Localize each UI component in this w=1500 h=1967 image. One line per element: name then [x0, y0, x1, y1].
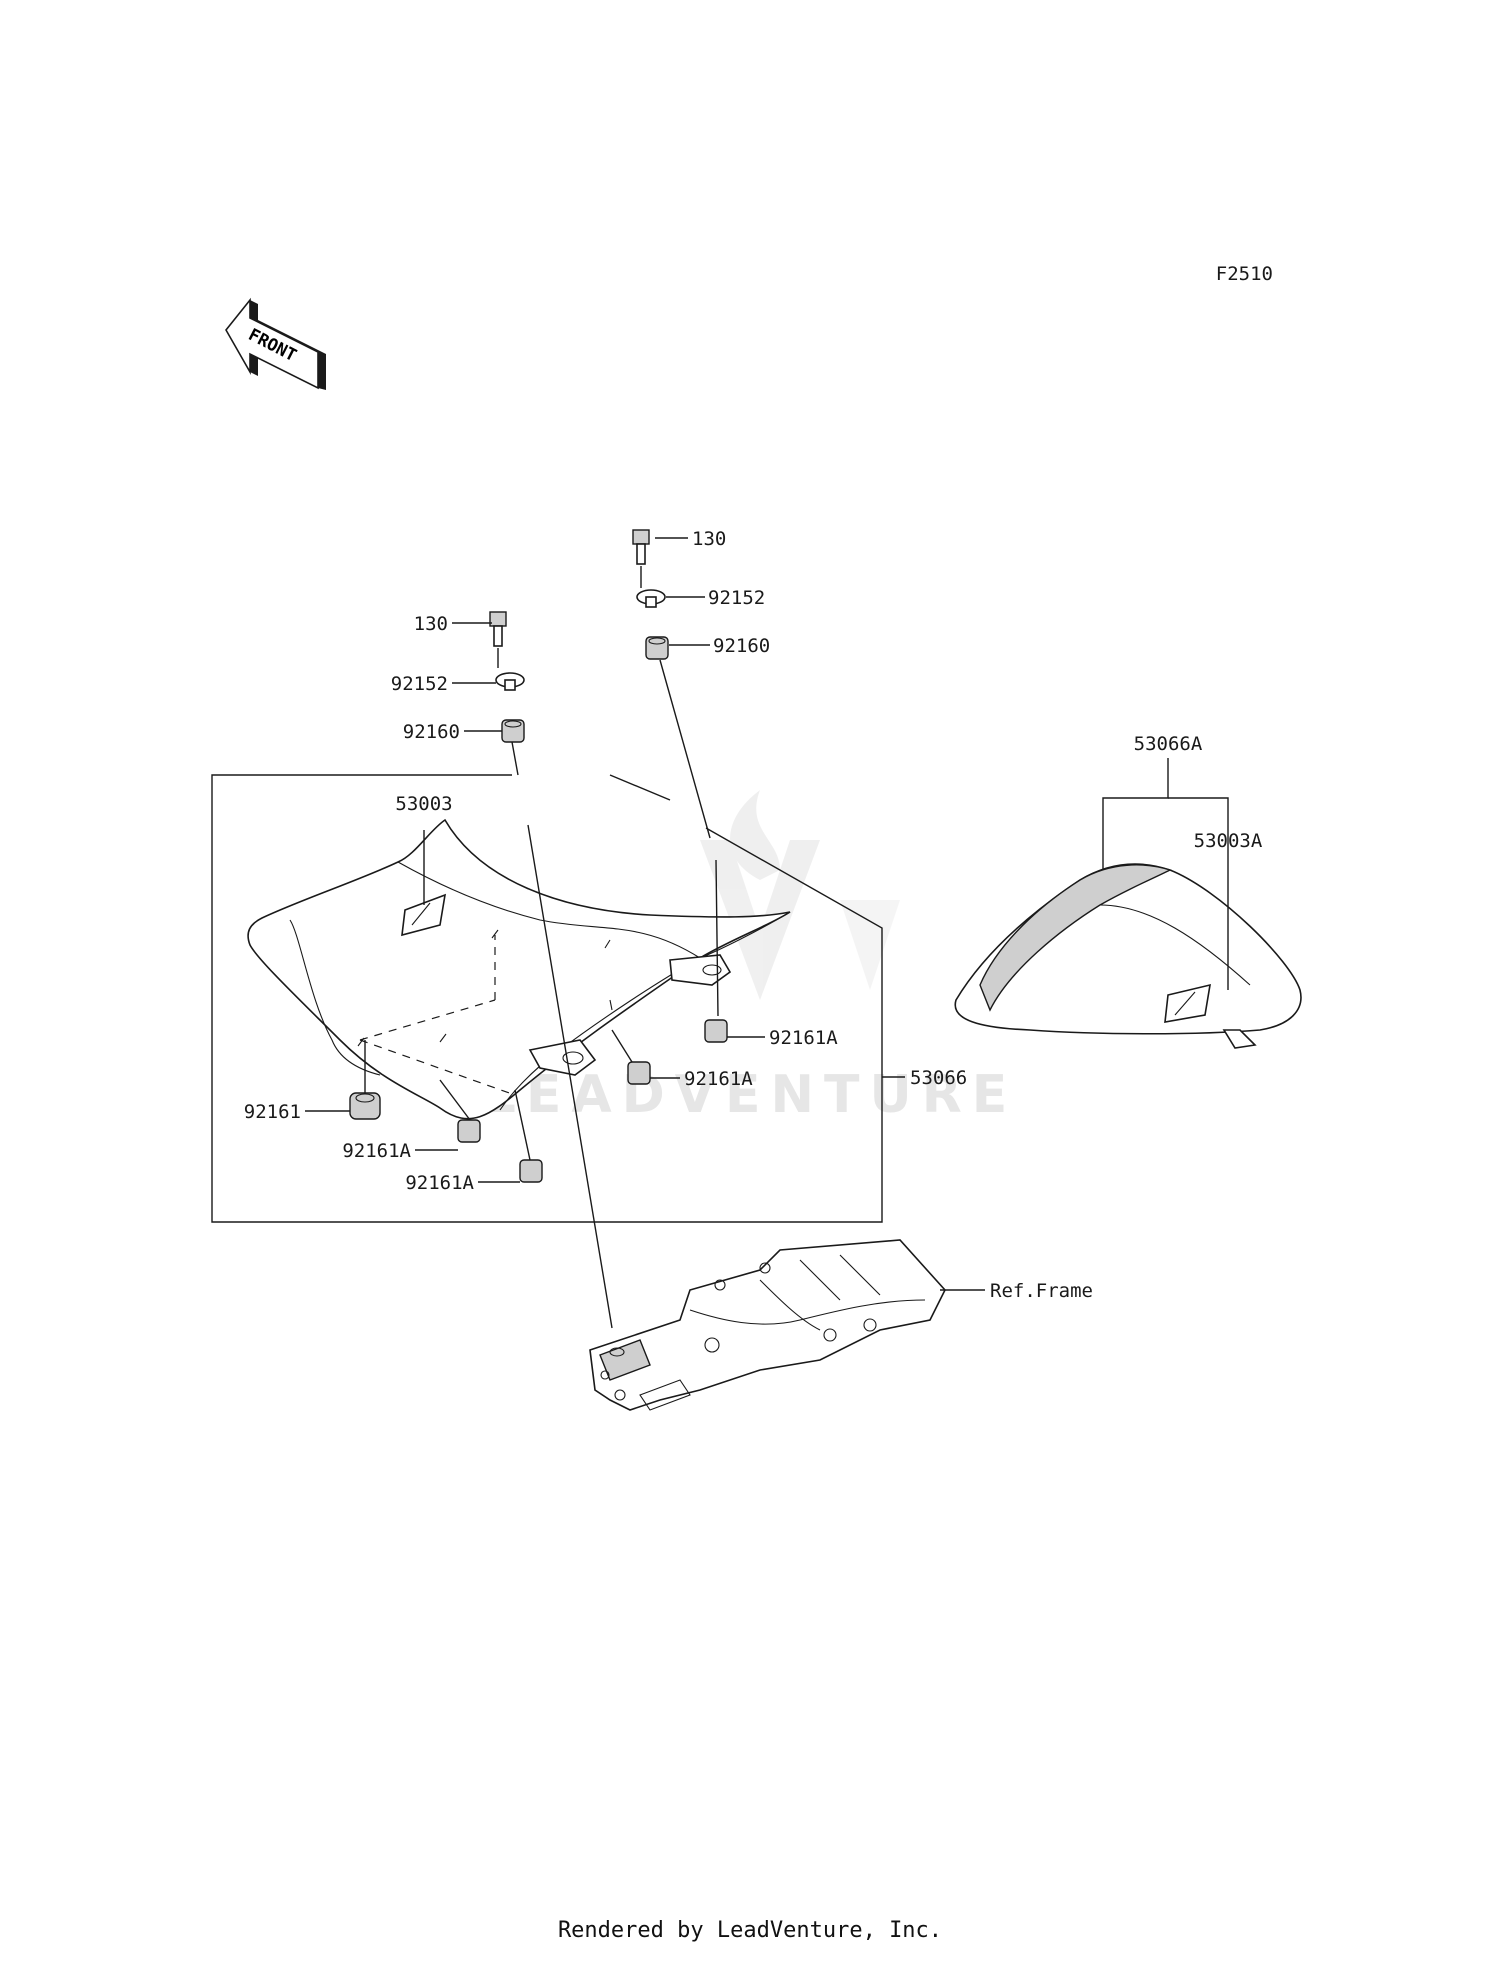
front-arrow-icon: FRONT — [225, 297, 326, 390]
bolt-left-icon — [489, 611, 507, 647]
callout-collar-left: 92152 — [391, 673, 448, 695]
seat-assy-box — [211, 774, 883, 1223]
footer-credit: Rendered by LeadVenture, Inc. — [557, 1918, 943, 1943]
callout-rear-seat: 53003A — [1194, 830, 1263, 852]
damper-92161a-1-icon — [457, 1119, 481, 1143]
callout-damper-a1: 92161A — [342, 1140, 411, 1162]
damper-right-icon — [645, 636, 669, 660]
damper-92161a-4-icon — [704, 1019, 728, 1043]
damper-left-icon — [501, 719, 525, 743]
watermark-logo — [700, 790, 900, 1000]
callout-damper-right: 92160 — [713, 635, 770, 657]
callout-damper-left: 92160 — [403, 721, 460, 743]
callout-damper-a2: 92161A — [405, 1172, 474, 1194]
diagram-code: F2510 — [1216, 263, 1273, 285]
rear-seat — [954, 863, 1302, 1049]
frame-icon — [589, 1239, 946, 1411]
callout-collar-right: 92152 — [708, 587, 765, 609]
callout-damper-a3: 92161A — [684, 1068, 753, 1090]
callout-rear-seat-assy: 53066A — [1134, 733, 1203, 755]
callout-seat-assy: 53066 — [910, 1067, 967, 1089]
drop-line-right — [659, 659, 719, 1017]
rear-seat-assy-leader — [1102, 758, 1169, 870]
collar-left-icon — [495, 672, 525, 691]
callout-damper-front: 92161 — [244, 1101, 301, 1123]
damper-92161a-3-icon — [627, 1061, 651, 1085]
callout-damper-a4: 92161A — [769, 1027, 838, 1049]
damper-92161-icon — [349, 1092, 381, 1120]
callout-bolt-right: 130 — [692, 528, 726, 550]
callout-bolt-left: 130 — [414, 613, 448, 635]
collar-right-icon — [636, 589, 666, 608]
callout-frame: Ref.Frame — [990, 1280, 1093, 1302]
damper-92161a-2-icon — [519, 1159, 543, 1183]
callout-seat: 53003 — [395, 793, 452, 815]
bolt-right-icon — [632, 529, 650, 565]
drop-line-left — [511, 741, 613, 1329]
